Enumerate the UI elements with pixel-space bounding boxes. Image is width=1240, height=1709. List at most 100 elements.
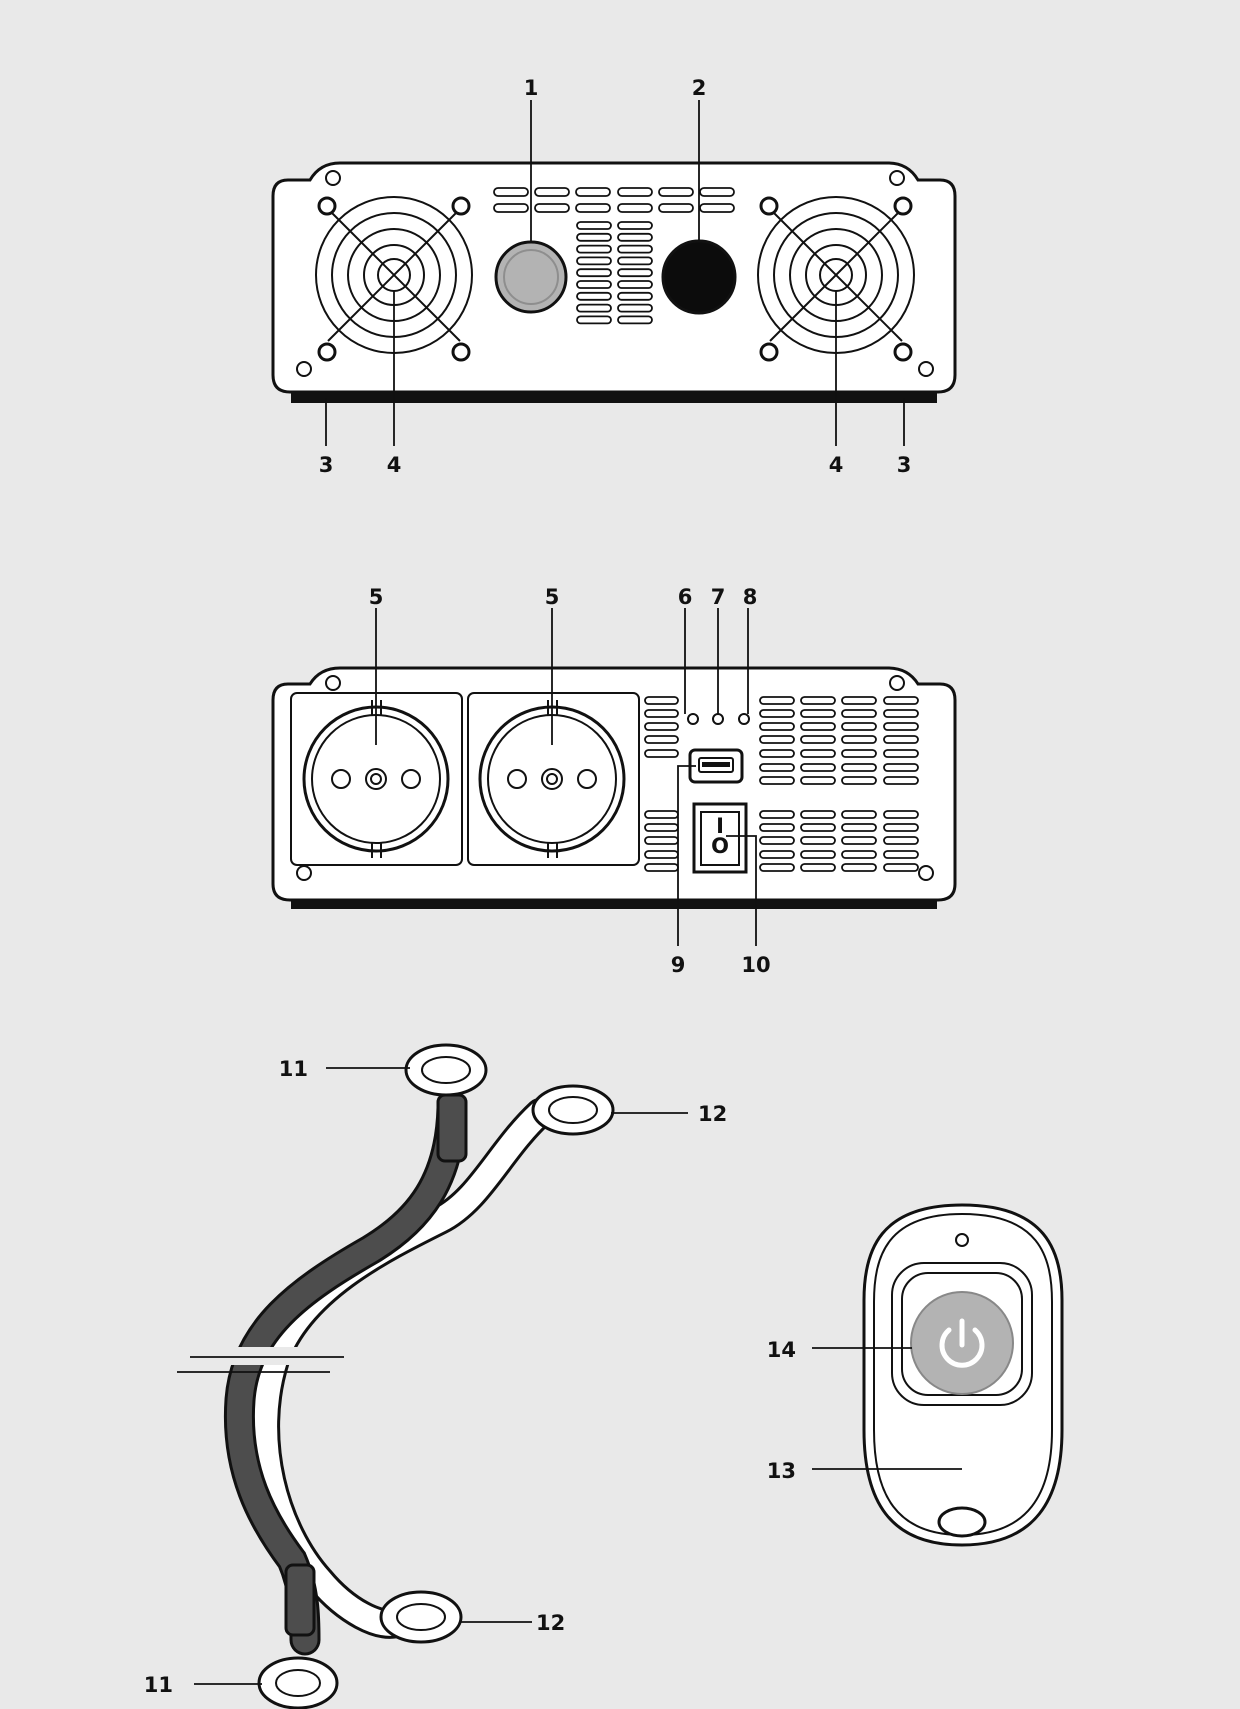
vent-slot xyxy=(699,187,735,197)
vent-slot xyxy=(534,203,570,213)
label-6: 6 xyxy=(678,585,693,609)
vent-slot xyxy=(658,187,694,197)
label-13: 13 xyxy=(767,1459,796,1483)
screw-icon xyxy=(893,196,913,216)
vent-slot xyxy=(800,776,836,785)
vent-slot xyxy=(617,280,653,289)
vent-slot xyxy=(617,315,653,325)
cooling-fan-left xyxy=(315,196,473,362)
label-5: 5 xyxy=(369,585,384,609)
vent-slot xyxy=(841,863,877,872)
vent-slot xyxy=(617,256,653,266)
vent-slot xyxy=(883,749,919,758)
label-12: 12 xyxy=(698,1102,727,1126)
label-9: 9 xyxy=(671,953,686,977)
vent-slot xyxy=(575,187,611,197)
vent-slot xyxy=(759,749,795,758)
ring-terminal-icon xyxy=(531,1084,615,1136)
vent-slot xyxy=(644,810,679,819)
label-14: 14 xyxy=(767,1338,796,1362)
negative-terminal xyxy=(661,239,737,315)
vent-slot xyxy=(841,836,877,845)
remote-control: 14 13 xyxy=(767,1203,1064,1547)
label-4: 4 xyxy=(829,453,844,477)
indicator-led-icon xyxy=(738,713,750,725)
vent-slot xyxy=(493,203,529,213)
vent-slot xyxy=(658,203,694,213)
vent-slot xyxy=(759,722,795,731)
vent-slot xyxy=(841,823,877,832)
front-vent-grille xyxy=(493,187,735,325)
vent-slot xyxy=(759,836,795,845)
vent-slot xyxy=(617,244,653,254)
lanyard-hole-icon xyxy=(937,1506,987,1538)
vent-slot xyxy=(534,187,570,197)
vent-slot xyxy=(883,823,919,832)
vent-slot xyxy=(576,315,612,325)
vent-slot xyxy=(883,810,919,819)
vent-slot xyxy=(617,232,653,242)
vent-slot xyxy=(576,221,612,230)
vent-slot xyxy=(617,303,653,313)
vent-slot xyxy=(759,763,795,772)
vent-slot xyxy=(576,232,612,242)
vent-slot xyxy=(759,776,795,785)
vent-slot xyxy=(883,696,919,705)
vent-slot xyxy=(800,749,836,758)
switch-on-mark: I xyxy=(716,814,724,838)
vent-slot xyxy=(617,268,653,278)
vent-slot xyxy=(576,280,612,289)
vent-slot xyxy=(617,221,653,230)
vent-slot xyxy=(575,203,611,213)
mount-hole-icon xyxy=(889,170,905,186)
vent-slot xyxy=(644,863,679,872)
screw-icon xyxy=(759,196,779,216)
label-5: 5 xyxy=(545,585,560,609)
front-panel: 1 2 3 4 4 3 xyxy=(271,76,957,477)
label-2: 2 xyxy=(692,76,707,100)
vent-slot xyxy=(800,763,836,772)
screw-icon xyxy=(451,342,471,362)
remote-led-icon xyxy=(955,1233,969,1247)
vent-slot xyxy=(644,850,679,859)
rear-panel: I O 5 5 6 7 8 9 10 xyxy=(271,585,957,977)
mount-hole-icon xyxy=(325,675,341,691)
screw-icon xyxy=(893,342,913,362)
label-10: 10 xyxy=(741,953,770,977)
vent-slot xyxy=(800,735,836,744)
mount-hole-icon xyxy=(325,170,341,186)
power-switch: I O xyxy=(692,802,748,874)
vent-slot xyxy=(800,850,836,859)
vent-slot xyxy=(576,291,612,301)
vent-slot xyxy=(800,863,836,872)
vent-slot xyxy=(759,810,795,819)
vent-slot xyxy=(841,709,877,718)
vent-slot xyxy=(841,749,877,758)
vent-slot xyxy=(800,709,836,718)
vent-slot xyxy=(759,696,795,705)
vent-slot xyxy=(883,709,919,718)
vent-slot xyxy=(644,749,679,758)
positive-terminal xyxy=(494,240,568,314)
ring-terminal-icon xyxy=(404,1043,488,1097)
vent-slot xyxy=(617,203,653,213)
vent-slot xyxy=(759,863,795,872)
screw-icon xyxy=(317,196,337,216)
vent-slot xyxy=(759,823,795,832)
vent-slot xyxy=(576,256,612,266)
vent-slot xyxy=(841,810,877,819)
screw-icon xyxy=(451,196,471,216)
cable-sleeve xyxy=(284,1563,316,1637)
label-11: 11 xyxy=(279,1057,308,1081)
vent-slot xyxy=(759,735,795,744)
mount-hole-icon xyxy=(889,675,905,691)
ring-terminal-icon xyxy=(257,1656,339,1709)
label-4: 4 xyxy=(387,453,402,477)
rear-vent-grille xyxy=(644,696,919,872)
label-11: 11 xyxy=(144,1673,173,1697)
red-cable xyxy=(253,1101,552,1636)
vent-slot xyxy=(841,850,877,859)
mount-hole-icon xyxy=(918,361,934,377)
vent-slot xyxy=(617,187,653,197)
label-7: 7 xyxy=(711,585,726,609)
